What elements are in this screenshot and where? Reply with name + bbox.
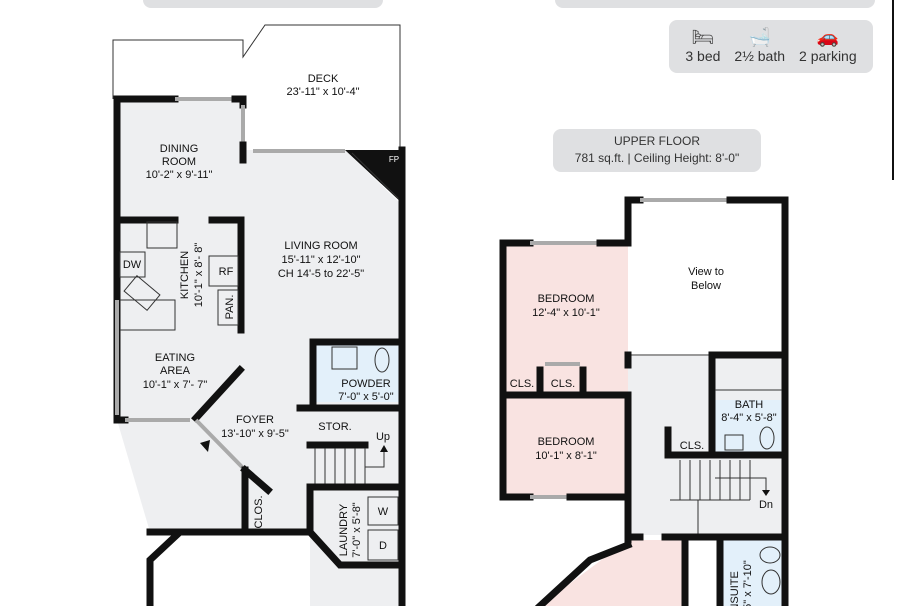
svg-text:EATING: EATING <box>155 352 195 364</box>
svg-text:STOR.: STOR. <box>318 421 351 433</box>
master-bedroom <box>540 540 685 606</box>
svg-text:8'-4" x 5'-8": 8'-4" x 5'-8" <box>721 412 777 424</box>
up-arrow-icon <box>380 445 388 452</box>
edge-line <box>892 0 894 180</box>
svg-text:7'-0" x 5'-0": 7'-0" x 5'-0" <box>338 391 394 403</box>
svg-text:RF: RF <box>219 266 234 278</box>
summary-label-box <box>555 0 875 8</box>
svg-text:DECK: DECK <box>308 73 339 85</box>
feature-bath: 🛁2½ bath <box>734 27 786 64</box>
svg-text:DW: DW <box>123 259 142 271</box>
bed-icon: 🛏 <box>691 27 715 47</box>
svg-text:DINING: DINING <box>160 143 199 155</box>
svg-text:CLS.: CLS. <box>551 378 575 390</box>
svg-text:12'-4" x 10'-1": 12'-4" x 10'-1" <box>532 307 600 319</box>
down-arrow-icon <box>762 490 770 496</box>
svg-text:13'-10" x 9'-5": 13'-10" x 9'-5" <box>221 428 289 440</box>
svg-text:CLOS.: CLOS. <box>253 495 265 528</box>
bath-area <box>712 400 785 455</box>
feature-bed: 🛏3 bed <box>685 27 721 64</box>
svg-text:5" x 7'-10": 5" x 7'-10" <box>742 560 754 606</box>
svg-text:FOYER: FOYER <box>236 414 274 426</box>
svg-text:23'-11" x 10'-4": 23'-11" x 10'-4" <box>287 86 360 98</box>
svg-text:BEDROOM: BEDROOM <box>538 293 595 305</box>
entry-arrow-icon <box>200 440 210 452</box>
svg-text:Dn: Dn <box>759 499 773 511</box>
svg-text:PAN.: PAN. <box>224 295 236 320</box>
upper-floor: BEDROOM 12'-4" x 10'-1" View to Below CL… <box>499 196 789 606</box>
bathtub-icon: 🛁 <box>748 27 771 47</box>
svg-text:POWDER: POWDER <box>341 378 391 390</box>
svg-text:LAUNDRY: LAUNDRY <box>338 503 350 556</box>
svg-text:10'-1" x 8'-1": 10'-1" x 8'-1" <box>535 450 597 462</box>
main-floor-area <box>117 99 402 606</box>
deck-outline <box>112 24 401 150</box>
svg-text:ROOM: ROOM <box>162 156 196 168</box>
svg-text:15'-11" x 12'-10": 15'-11" x 12'-10" <box>281 254 360 266</box>
bedroom-area <box>503 243 628 497</box>
svg-text:D: D <box>379 540 387 552</box>
main-floor: DECK 23'-11" x 10'-4" DINING ROOM 10'-2"… <box>112 24 406 606</box>
svg-text:Up: Up <box>376 431 390 443</box>
svg-text:LIVING ROOM: LIVING ROOM <box>284 240 357 252</box>
svg-text:CLS.: CLS. <box>510 378 534 390</box>
feature-parking: 🚗2 parking <box>799 27 857 64</box>
svg-text:BATH: BATH <box>735 399 764 411</box>
powder-room <box>313 342 402 402</box>
svg-text:KITCHEN: KITCHEN <box>179 251 191 299</box>
svg-text:AREA: AREA <box>160 365 191 377</box>
svg-text:ENSUITE: ENSUITE <box>729 571 741 606</box>
svg-text:BEDROOM: BEDROOM <box>538 436 595 448</box>
svg-text:10'-2" x 9'-11": 10'-2" x 9'-11" <box>146 169 213 181</box>
svg-text:FP: FP <box>389 155 399 164</box>
svg-text:W: W <box>378 506 389 518</box>
svg-text:CH 14'-5 to 22'-5": CH 14'-5 to 22'-5" <box>278 268 364 280</box>
svg-text:10'-1" x 7'- 7": 10'-1" x 7'- 7" <box>143 379 208 391</box>
features-box: 🛏3 bed 🛁2½ bath 🚗2 parking <box>669 20 873 73</box>
svg-text:View to: View to <box>688 266 724 278</box>
svg-text:10'-1" x 8'- 8": 10'-1" x 8'- 8" <box>193 243 205 308</box>
car-icon: 🚗 <box>816 27 840 47</box>
svg-text:Below: Below <box>691 280 721 292</box>
svg-text:7'-0" x 5'-8": 7'-0" x 5'-8" <box>351 502 363 558</box>
svg-text:CLS.: CLS. <box>680 440 704 452</box>
main-floor-label-box <box>143 0 383 8</box>
ensuite-area <box>720 540 785 606</box>
upper-floor-label: UPPER FLOOR 781 sq.ft. | Ceiling Height:… <box>553 129 761 172</box>
